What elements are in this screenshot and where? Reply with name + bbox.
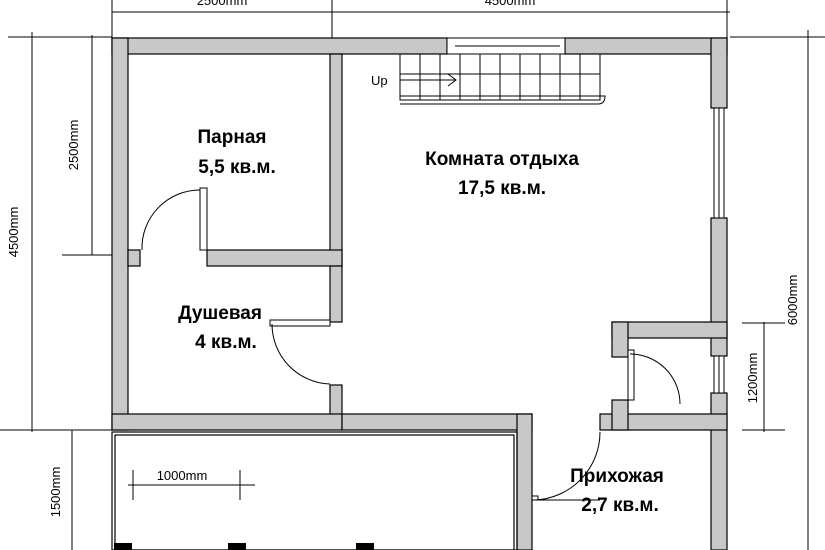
wall-sauna-bottom-right	[206, 249, 343, 267]
dimension-top-right: 4500mm	[485, 0, 536, 8]
stairs	[399, 37, 606, 105]
wall-vestibule-left-bottom	[611, 399, 629, 431]
dimension-left-total: 4500mm	[6, 207, 21, 258]
room-shower-area: 4 кв.м.	[195, 332, 257, 353]
door-shower-leaf	[269, 319, 331, 327]
room-hallway-area: 2,7 кв.м.	[581, 495, 659, 516]
wall-lounge-bottom	[341, 413, 533, 431]
dimension-top-left: 2500mm	[197, 0, 248, 8]
doors	[141, 187, 681, 501]
wall-shower-bottom	[111, 413, 343, 431]
wall-vestibule-left-top	[611, 321, 629, 358]
dimension-left-porch: 1500mm	[48, 467, 63, 518]
porch-inner-border	[114, 434, 515, 550]
room-hallway-name: Прихожая	[570, 466, 664, 487]
post-3	[356, 543, 374, 550]
stairs-handrail-bottom	[400, 95, 606, 105]
dimension-right-total: 6000mm	[785, 275, 800, 326]
dimension-porch-width: 1000mm	[157, 468, 208, 483]
wall-right-top	[710, 37, 728, 109]
stairs-up-arrow-head	[447, 73, 457, 87]
wall-top-left	[111, 37, 448, 55]
porch-outline	[111, 431, 518, 550]
room-parnaya-area: 5,5 кв.м.	[198, 157, 276, 178]
door-vestibule-swing	[629, 353, 681, 405]
post-1	[114, 543, 132, 550]
door-shower-swing	[271, 323, 331, 385]
dimension-right-door: 1200mm	[745, 353, 760, 404]
room-parnaya-name: Парная	[198, 127, 267, 148]
wall-hallway-left	[516, 413, 533, 550]
door-hallway-swing	[534, 431, 601, 501]
wall-left	[111, 37, 129, 431]
door-sauna-leaf	[199, 187, 208, 251]
room-lounge-name: Комната отдыха	[425, 149, 579, 170]
door-sauna-swing	[141, 189, 201, 251]
post-2	[228, 543, 246, 550]
wall-sauna-lounge	[329, 53, 343, 267]
wall-shower-lounge-bottom	[329, 384, 343, 416]
porch-border	[111, 431, 518, 550]
wall-shower-lounge-top	[329, 265, 343, 323]
wall-hallway-top-right	[599, 413, 728, 431]
wall-sauna-bottom-left	[127, 249, 141, 267]
room-shower-name: Душевая	[178, 303, 262, 324]
wall-top-right	[564, 37, 728, 55]
door-vestibule-leaf	[627, 349, 635, 401]
wall-vestibule-top	[611, 321, 728, 339]
stairs-up-label: Up	[371, 73, 388, 88]
porch-posts	[114, 543, 374, 550]
dimension-left-sauna: 2500mm	[66, 120, 81, 171]
room-lounge-area: 17,5 кв.м.	[458, 178, 546, 199]
windows	[713, 107, 725, 394]
